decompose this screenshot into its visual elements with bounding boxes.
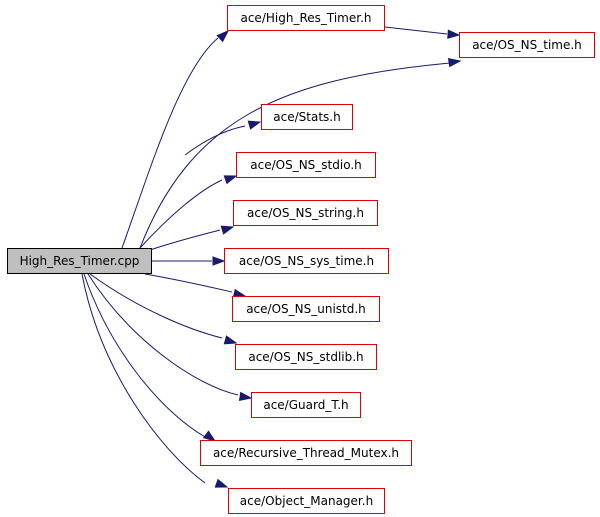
edge-root-string bbox=[149, 229, 221, 251]
arrowhead-icon bbox=[223, 175, 238, 185]
arrowhead-icon bbox=[220, 225, 235, 235]
edge-hrt-time bbox=[384, 26, 448, 35]
node-stats-h[interactable]: ace/Stats.h bbox=[261, 104, 353, 130]
arrowhead-icon bbox=[202, 430, 217, 442]
arrowhead-icon bbox=[238, 391, 253, 402]
arrowhead-icon bbox=[216, 30, 230, 43]
edge-root-unistd bbox=[144, 273, 233, 293]
node-os-ns-unistd-h[interactable]: ace/OS_NS_unistd.h bbox=[232, 296, 380, 322]
arrowhead-icon bbox=[212, 256, 226, 266]
node-os-ns-stdlib-h[interactable]: ace/OS_NS_stdlib.h bbox=[235, 344, 377, 370]
edge-root-rtm bbox=[83, 273, 206, 438]
edge-root-time bbox=[139, 62, 451, 249]
node-high-res-timer-h[interactable]: ace/High_Res_Timer.h bbox=[227, 5, 385, 31]
edge-root-stdlib bbox=[89, 273, 223, 339]
node-root: High_Res_Timer.cpp bbox=[7, 248, 152, 274]
arrowhead-icon bbox=[447, 29, 461, 39]
node-os-ns-string-h[interactable]: ace/OS_NS_string.h bbox=[233, 200, 378, 226]
arrowhead-icon bbox=[447, 57, 462, 68]
node-os-ns-time-h[interactable]: ace/OS_NS_time.h bbox=[459, 32, 595, 58]
arrowhead-icon bbox=[247, 120, 262, 130]
node-os-ns-stdio-h[interactable]: ace/OS_NS_stdio.h bbox=[236, 152, 376, 178]
edge-root-om bbox=[81, 273, 206, 484]
node-recursive-thread-mutex-h[interactable]: ace/Recursive_Thread_Mutex.h bbox=[200, 440, 412, 466]
edge-root-hrt bbox=[121, 37, 219, 249]
arrowhead-icon bbox=[214, 478, 229, 488]
node-object-manager-h[interactable]: ace/Object_Manager.h bbox=[228, 488, 385, 514]
edge-root-stats bbox=[184, 125, 246, 156]
arrowhead-icon bbox=[223, 335, 238, 345]
edge-root-stdio bbox=[139, 179, 223, 249]
edge-root-guard bbox=[87, 273, 239, 396]
node-guard-t-h[interactable]: ace/Guard_T.h bbox=[251, 392, 361, 418]
node-os-ns-sys-time-h[interactable]: ace/OS_NS_sys_time.h bbox=[224, 248, 389, 274]
